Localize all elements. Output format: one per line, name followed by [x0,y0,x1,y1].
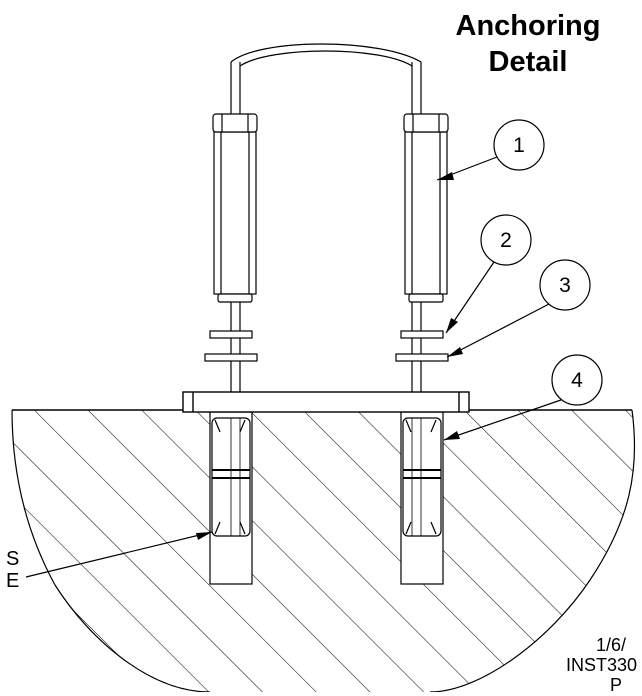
callout-4-label: 4 [571,369,583,392]
callout-3: 3 [446,259,591,358]
callout-1-arrowhead [437,172,454,180]
washer-large-right [395,353,449,362]
callout-2-arrowhead [446,318,458,333]
coupling-right [403,113,449,303]
washer-small-right [400,330,444,339]
callout-1-label: 1 [513,134,525,157]
callout-2: 2 [445,214,532,334]
left-edge-arrowhead [196,532,212,540]
callout-3-arrowhead [447,347,463,357]
left-edge-text: S E [6,548,19,592]
left-edge-line-1: S [6,548,20,570]
rod-top-bend [230,43,422,67]
bottom-right-line-1: 1/6/ [596,635,627,655]
bottom-right-line-2: INST330 [566,655,638,675]
callout-3-label: 3 [559,274,571,297]
left-edge-line-2: E [6,570,20,592]
washer-large-left [204,353,258,362]
concrete-section [11,409,636,692]
left-edge-leader [25,531,213,578]
coupling-left [212,113,258,303]
title-line-1: Anchoring [455,10,601,42]
callout-2-label: 2 [500,229,512,252]
callout-4-arrowhead [444,431,460,440]
diagram-title: Anchoring Detail [448,8,608,80]
bottom-right-line-3: P [610,675,623,695]
base-plate [182,391,470,413]
washer-small-left [209,330,253,339]
callout-1: 1 [436,119,545,181]
callout-4: 4 [443,354,603,441]
wedge-anchor-right [402,417,442,537]
title-line-2: Detail [488,46,568,78]
wedge-anchor-left [211,417,251,537]
